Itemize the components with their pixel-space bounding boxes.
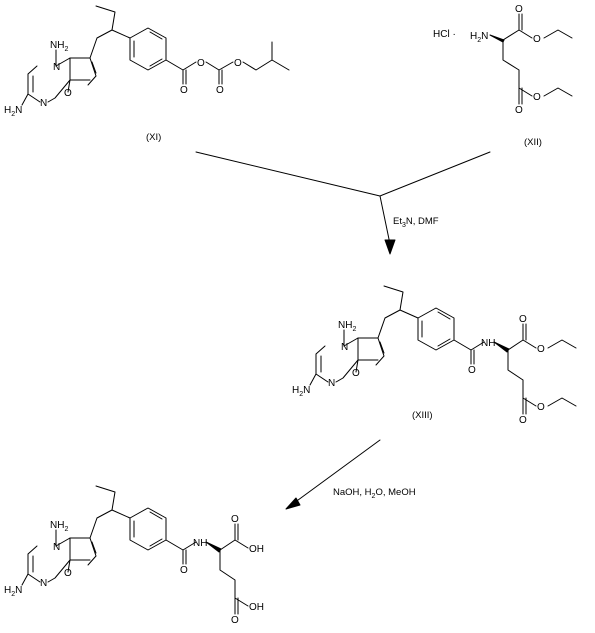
xi-h2n: H2N: [4, 105, 22, 118]
product-n-ring-a: N: [53, 542, 60, 553]
xiii-n-ring-a: N: [341, 342, 348, 353]
compound-xii: HCl · H2N O O O O (XII): [433, 4, 573, 148]
step1-conditions: Et3N, DMF: [393, 216, 439, 229]
product-o-acid1-dbl: O: [231, 514, 239, 525]
xi-o-furan: O: [64, 88, 72, 99]
xiii-h2n: H2N: [292, 385, 310, 398]
xiii-label: (XIII): [412, 410, 433, 421]
product-h2n: H2N: [4, 585, 22, 598]
product-o-amide: O: [180, 565, 188, 576]
xii-label: (XII): [524, 137, 542, 148]
xiii-nh: NH: [481, 338, 495, 349]
xii-h2n: H2N: [470, 31, 488, 44]
xii-o-ester2-dbl: O: [515, 105, 523, 116]
product-o-furan: O: [64, 568, 72, 579]
xiii-o-furan: O: [352, 368, 360, 379]
reaction-arrow-1: Et3N, DMF: [195, 151, 491, 255]
xi-nh2-top: NH2: [50, 40, 68, 53]
compound-xi: NH2 N N H2N O O O O O (XI): [4, 5, 290, 143]
product-n-ring-b: N: [40, 578, 47, 589]
product-oh-acid1: OH: [249, 544, 264, 555]
xi-label: (XI): [146, 132, 161, 143]
xi-n-ring-b: N: [40, 98, 47, 109]
xii-o-ester1-dbl: O: [515, 4, 523, 15]
product-nh2-top: NH2: [50, 520, 68, 533]
product-oh-acid2: OH: [249, 602, 264, 613]
xiii-nh2-top: NH2: [338, 320, 356, 333]
xiii-o-ester2: O: [537, 402, 545, 413]
compound-xiii: NH2 N N H2N O O NH O O O O (XIII): [292, 285, 577, 426]
product-o-acid2-dbl: O: [231, 615, 239, 626]
xiii-o-amide: O: [468, 365, 476, 376]
xii-o-ester2: O: [533, 92, 541, 103]
xiii-n-ring-b: N: [328, 378, 335, 389]
xi-n-ring-a: N: [53, 62, 60, 73]
xii-hcl: HCl ·: [433, 29, 456, 40]
xi-o-carbonyl: O: [180, 85, 188, 96]
xi-o-ether: O: [234, 58, 242, 69]
xi-o-anhydride: O: [197, 58, 205, 69]
xiii-o-ester1-dbl: O: [519, 314, 527, 325]
compound-product: NH2 N N H2N O O NH O OH O OH: [4, 485, 264, 626]
step2-conditions: NaOH, H2O, MeOH: [333, 487, 416, 500]
xiii-o-ester1: O: [537, 344, 545, 355]
reaction-arrow-2: NaOH, H2O, MeOH: [285, 439, 416, 510]
xiii-o-ester2-dbl: O: [519, 415, 527, 426]
xi-o-carbonyl-2: O: [216, 85, 224, 96]
xii-o-ester1: O: [533, 34, 541, 45]
product-nh: NH: [193, 538, 207, 549]
